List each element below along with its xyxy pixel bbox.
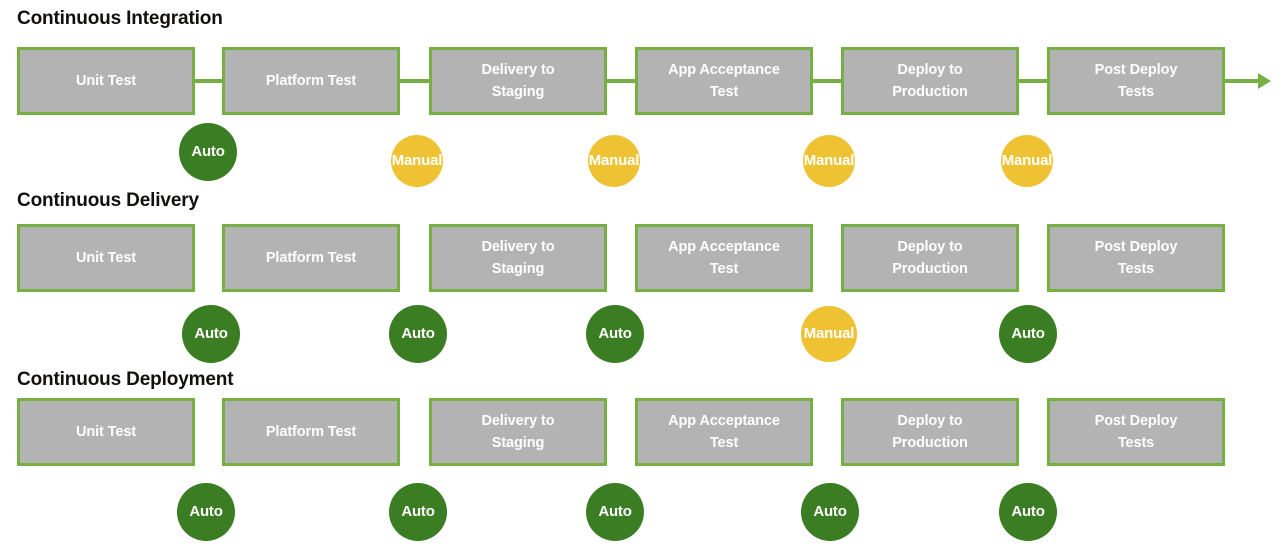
stage-box[interactable]: Platform Test [222,224,400,292]
stage-label: Deploy to Production [892,239,968,277]
stage-badge-label: Auto [401,503,435,520]
stage-badge-manual[interactable]: Manual [588,135,640,187]
stage-badge-auto[interactable]: Auto [586,483,644,541]
stage-box[interactable]: App Acceptance Test [635,224,813,292]
stage-badge-manual[interactable]: Manual [391,135,443,187]
pipeline-end-arrow-head [1258,73,1271,89]
stage-badge-auto[interactable]: Auto [999,483,1057,541]
row-title: Continuous Delivery [17,190,199,211]
stage-box[interactable]: Delivery to Staging [429,47,607,115]
stage-box[interactable]: Deploy to Production [841,398,1019,466]
stage-badge-label: Auto [191,143,225,160]
stage-box[interactable]: Deploy to Production [841,224,1019,292]
stage-badge-label: Manual [1001,152,1053,169]
stage-label: Platform Test [265,73,357,89]
stage-badge-label: Auto [598,325,632,342]
stage-badge-label: Auto [189,503,223,520]
stage-badge-label: Auto [1011,503,1045,520]
stage-badge-auto[interactable]: Auto [179,123,237,181]
stage-label: Unit Test [75,250,137,266]
stage-label: Unit Test [75,73,137,89]
stage-box[interactable]: Post Deploy Tests [1047,47,1225,115]
stage-label: Unit Test [75,424,137,440]
stage-badge-label: Manual [588,152,640,169]
stage-box[interactable]: Unit Test [17,47,195,115]
stage-badge-label: Manual [391,152,443,169]
stage-box[interactable]: Post Deploy Tests [1047,224,1225,292]
stage-box[interactable]: Delivery to Staging [429,398,607,466]
stage-badge-manual[interactable]: Manual [1001,135,1053,187]
stage-badge-manual[interactable]: Manual [801,306,857,362]
stage-box[interactable]: Unit Test [17,224,195,292]
stage-connector [812,79,842,83]
stage-badge-auto[interactable]: Auto [586,305,644,363]
row-title: Continuous Integration [17,8,223,29]
stage-connector [399,79,430,83]
stage-label: Delivery to Staging [481,62,555,100]
stage-badge-auto[interactable]: Auto [999,305,1057,363]
stage-label: App Acceptance Test [668,413,780,451]
pipeline-end-arrow-line [1225,79,1258,83]
stage-label: Post Deploy Tests [1094,239,1178,277]
row-title: Continuous Deployment [17,369,234,390]
stage-badge-auto[interactable]: Auto [801,483,859,541]
stage-label: App Acceptance Test [668,62,780,100]
stage-label: Post Deploy Tests [1094,62,1178,100]
stage-badge-label: Manual [803,325,855,342]
stage-badge-label: Auto [813,503,847,520]
stage-badge-label: Auto [598,503,632,520]
stage-box[interactable]: Unit Test [17,398,195,466]
stage-box[interactable]: Platform Test [222,398,400,466]
stage-badge-auto[interactable]: Auto [389,305,447,363]
stage-label: Platform Test [265,424,357,440]
stage-label: Deploy to Production [892,62,968,100]
stage-label: Platform Test [265,250,357,266]
stage-box[interactable]: Post Deploy Tests [1047,398,1225,466]
stage-badge-label: Auto [401,325,435,342]
stage-badge-label: Manual [803,152,855,169]
stage-badge-auto[interactable]: Auto [389,483,447,541]
stage-label: Delivery to Staging [481,413,555,451]
stage-label: Delivery to Staging [481,239,555,277]
stage-badge-auto[interactable]: Auto [177,483,235,541]
stage-badge-auto[interactable]: Auto [182,305,240,363]
stage-label: Deploy to Production [892,413,968,451]
stage-badge-label: Auto [1011,325,1045,342]
stage-label: Post Deploy Tests [1094,413,1178,451]
stage-connector [1018,79,1048,83]
stage-label: App Acceptance Test [668,239,780,277]
stage-badge-manual[interactable]: Manual [803,135,855,187]
stage-box[interactable]: App Acceptance Test [635,398,813,466]
stage-box[interactable]: App Acceptance Test [635,47,813,115]
stage-connector [194,79,223,83]
stage-box[interactable]: Deploy to Production [841,47,1019,115]
stage-badge-label: Auto [194,325,228,342]
stage-box[interactable]: Delivery to Staging [429,224,607,292]
stage-box[interactable]: Platform Test [222,47,400,115]
stage-connector [606,79,636,83]
